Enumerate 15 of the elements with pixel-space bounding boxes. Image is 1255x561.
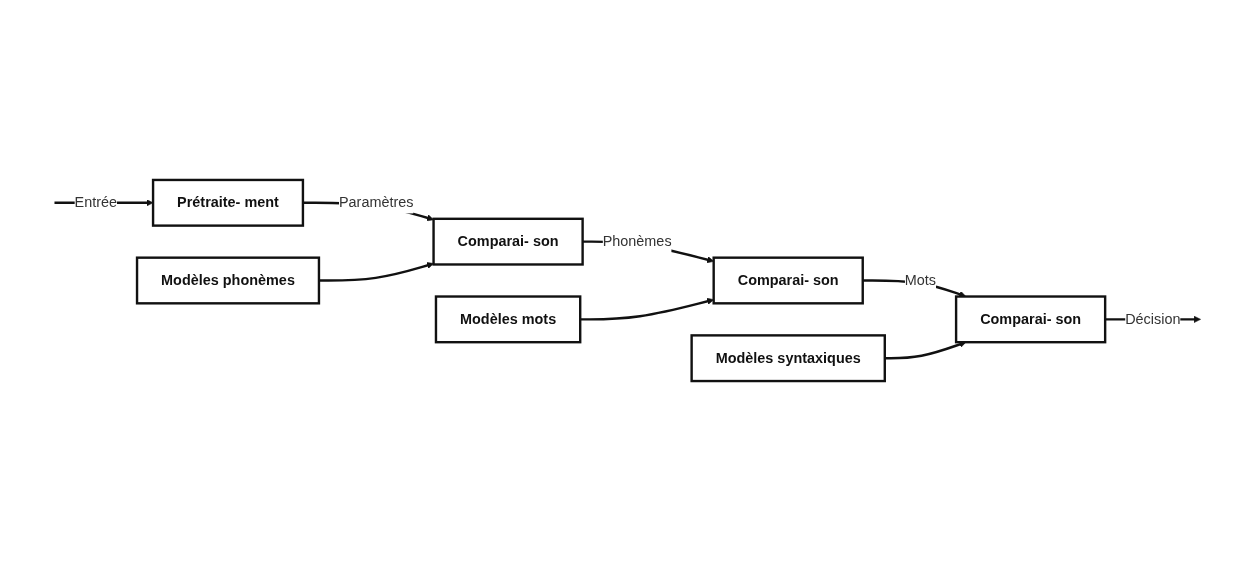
edge-label: Paramètres bbox=[338, 194, 414, 211]
node-box: Comparai- son bbox=[712, 256, 864, 305]
node-box: Prétraite- ment bbox=[151, 178, 305, 227]
arrow bbox=[318, 262, 434, 282]
node-box: Modèles phonèmes bbox=[135, 256, 321, 305]
edge-label: Mots bbox=[904, 272, 937, 289]
node-box: Comparai- son bbox=[954, 295, 1107, 344]
edge-label: Phonèmes bbox=[602, 233, 672, 250]
node-box: Modèles mots bbox=[434, 295, 582, 344]
edge-label: Décision bbox=[1125, 310, 1181, 327]
edge-label: Entrée bbox=[74, 194, 118, 211]
arrow bbox=[580, 297, 714, 321]
node-box: Modèles syntaxiques bbox=[690, 334, 886, 383]
node-box: Comparai- son bbox=[432, 217, 584, 266]
arrow bbox=[884, 341, 967, 360]
